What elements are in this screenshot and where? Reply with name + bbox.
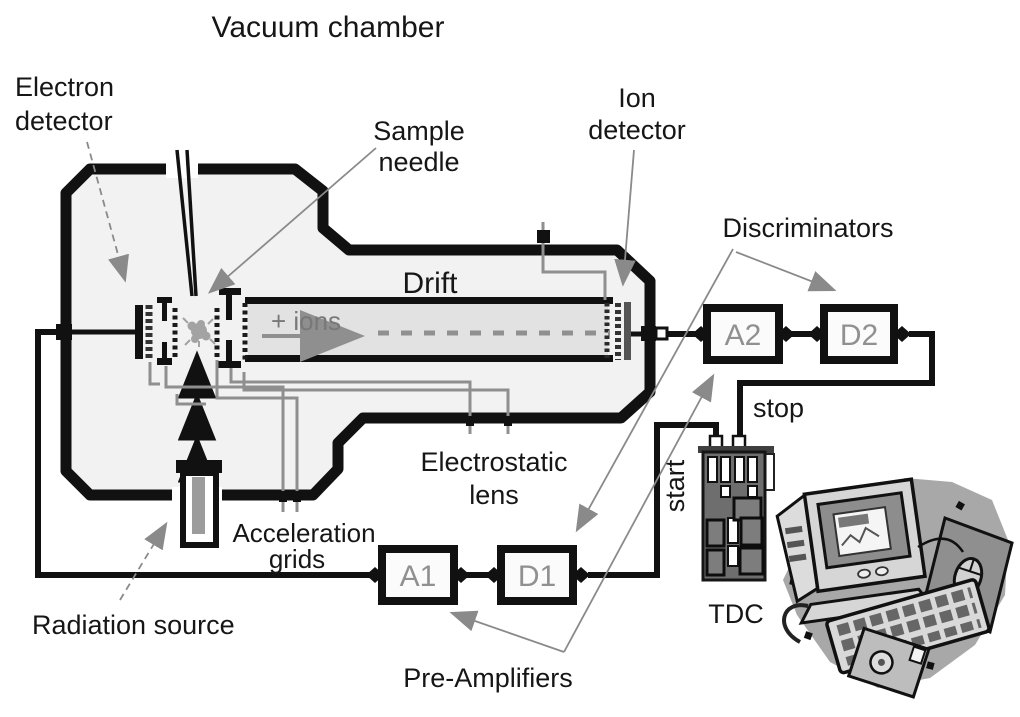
label-pre-amplifiers: Pre-Amplifiers <box>403 663 573 693</box>
acceleration-grids <box>172 308 220 358</box>
a2-label: A2 <box>725 319 762 352</box>
d1-label: D1 <box>518 560 556 593</box>
computer-clipart <box>775 477 1014 699</box>
label-acceleration-grids-line2: grids <box>269 544 325 574</box>
discriminators-pointer-d2 <box>735 251 837 292</box>
floppy-disk <box>846 626 931 699</box>
label-sample-needle-line2: needle <box>378 147 459 177</box>
label-electrostatic-lens-line2: lens <box>469 480 519 510</box>
d2-label: D2 <box>840 319 878 352</box>
mouse-cable <box>917 537 965 553</box>
monitor <box>775 477 934 625</box>
sample-needle-shape <box>175 149 198 297</box>
discriminator-d1-box <box>497 545 577 605</box>
discriminators-pointer-d1 <box>575 248 734 533</box>
electrode-wires <box>148 222 607 512</box>
label-tdc: TDC <box>708 599 764 629</box>
label-start: start <box>660 459 690 512</box>
electron-signal-wire <box>35 329 372 578</box>
preamp-a1-box <box>378 545 458 605</box>
radiation-source-tube <box>176 460 222 548</box>
pointer-arrows <box>86 141 837 653</box>
label-drift: Drift <box>403 267 459 300</box>
sample-spot <box>182 317 216 347</box>
label-discriminators: Discriminators <box>722 213 893 243</box>
wall-feedthroughs <box>56 230 669 502</box>
label-electron-detector-line2: detector <box>15 106 113 136</box>
needle-wall-gap <box>166 158 198 178</box>
start-wire <box>588 422 719 578</box>
preamplifiers-pointer-a1 <box>449 610 565 653</box>
label-ions: + ions <box>271 306 341 336</box>
drift-tube <box>242 297 613 362</box>
page-title: Vacuum chamber <box>212 11 445 44</box>
signal-wires <box>35 329 935 578</box>
label-sample-needle-line1: Sample <box>373 116 465 146</box>
monitor-cable <box>782 603 809 644</box>
label-electron-detector-line1: Electron <box>15 72 114 102</box>
screen-chart-line <box>841 526 880 547</box>
ion-detector-pointer <box>614 149 636 287</box>
sample-needle-pointer <box>207 147 377 294</box>
electron-detector <box>66 305 153 359</box>
label-ion-detector-line2: detector <box>588 115 686 145</box>
radiation-source-pointer <box>119 521 168 601</box>
preamp-a2-box <box>703 304 783 364</box>
label-stop: stop <box>753 393 804 423</box>
preamplifiers-pointer-a2 <box>563 373 715 653</box>
tdc-board <box>698 434 775 582</box>
stop-wire <box>737 331 935 436</box>
discriminator-d2-box <box>820 304 898 364</box>
label-electrostatic-lens-line1: Electrostatic <box>420 447 567 477</box>
label-radiation-source: Radiation source <box>32 610 235 640</box>
label-ion-detector-line1: Ion <box>618 83 656 113</box>
a1-label: A1 <box>400 560 437 593</box>
label-acceleration-grids-line1: Acceleration <box>232 518 375 548</box>
